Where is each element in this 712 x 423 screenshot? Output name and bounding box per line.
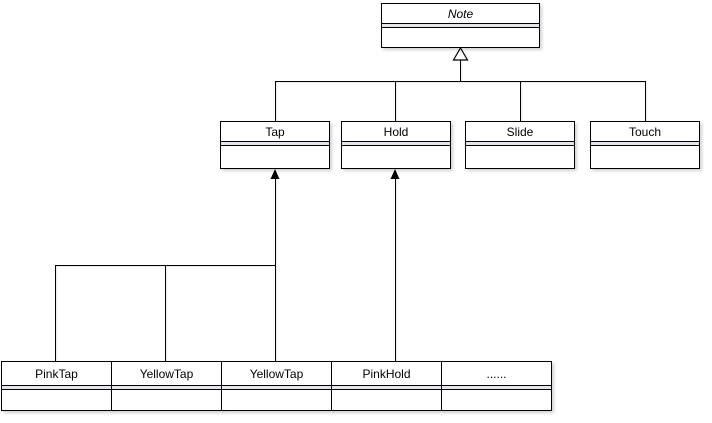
- edge-pinktap-drop: [55, 265, 56, 361]
- class-yellowtap-1-attributes-compartment: [112, 385, 221, 390]
- class-pinktap-attributes-compartment: [2, 385, 111, 390]
- edge-hold-drop: [395, 81, 396, 121]
- class-note-title: Note: [447, 6, 474, 21]
- class-note-methods-compartment: [382, 28, 539, 47]
- class-touch[interactable]: Touch: [590, 121, 700, 169]
- class-yellowtap-1-methods-compartment: [112, 390, 221, 410]
- class-touch-title: Touch: [628, 124, 662, 139]
- class-hold[interactable]: Hold: [341, 121, 451, 169]
- edge-note-bus: [275, 81, 646, 82]
- class-tap-attributes-compartment: [221, 141, 329, 146]
- class-pinkhold-methods-compartment: [332, 390, 441, 410]
- class-pinkhold-title: PinkHold: [362, 366, 411, 381]
- edge-tap-drop: [275, 81, 276, 121]
- class-pinkhold-attributes-compartment: [332, 385, 441, 390]
- class-yellowtap-2-title: YellowTap: [249, 366, 304, 381]
- arrow-up-hold-icon: [390, 169, 400, 179]
- class-slide-methods-compartment: [466, 146, 574, 168]
- class-yellowtap-1-title: YellowTap: [139, 366, 194, 381]
- class-tap-methods-compartment: [221, 146, 329, 168]
- class-slide-attributes-compartment: [466, 141, 574, 146]
- class-yellowtap-1[interactable]: YellowTap: [111, 361, 222, 411]
- class-slide-title: Slide: [506, 124, 534, 139]
- class-yellowtap-2-attributes-compartment: [222, 385, 331, 390]
- class-touch-attributes-compartment: [591, 141, 699, 146]
- edge-note-stem: [460, 60, 461, 81]
- class-tap-title: Tap: [265, 124, 285, 139]
- class-ellipsis-methods-compartment: [442, 390, 551, 410]
- class-touch-methods-compartment: [591, 146, 699, 168]
- class-yellowtap-2[interactable]: YellowTap: [221, 361, 332, 411]
- class-note-attributes-compartment: [382, 23, 539, 28]
- edge-tap-trunk: [275, 178, 276, 361]
- edge-touch-drop: [645, 81, 646, 121]
- generalization-triangle-icon: [452, 46, 469, 61]
- edge-yellowtap-drop: [165, 265, 166, 361]
- class-ellipsis[interactable]: ......: [441, 361, 552, 411]
- class-pinktap-title: PinkTap: [35, 366, 78, 381]
- class-pinkhold[interactable]: PinkHold: [331, 361, 442, 411]
- class-slide[interactable]: Slide: [465, 121, 575, 169]
- arrow-up-tap-icon: [270, 169, 280, 179]
- class-ellipsis-title: ......: [486, 366, 507, 381]
- class-note[interactable]: Note: [381, 3, 540, 48]
- class-hold-title: Hold: [383, 124, 409, 139]
- class-ellipsis-attributes-compartment: [442, 385, 551, 390]
- edge-hold-trunk: [395, 178, 396, 361]
- class-hold-methods-compartment: [342, 146, 450, 168]
- subclass-row: PinkTap YellowTap YellowTap PinkHold ...…: [1, 361, 552, 411]
- class-tap[interactable]: Tap: [220, 121, 330, 169]
- class-hold-attributes-compartment: [342, 141, 450, 146]
- class-yellowtap-2-methods-compartment: [222, 390, 331, 410]
- edge-slide-drop: [520, 81, 521, 121]
- class-pinktap-methods-compartment: [2, 390, 111, 410]
- class-pinktap[interactable]: PinkTap: [1, 361, 112, 411]
